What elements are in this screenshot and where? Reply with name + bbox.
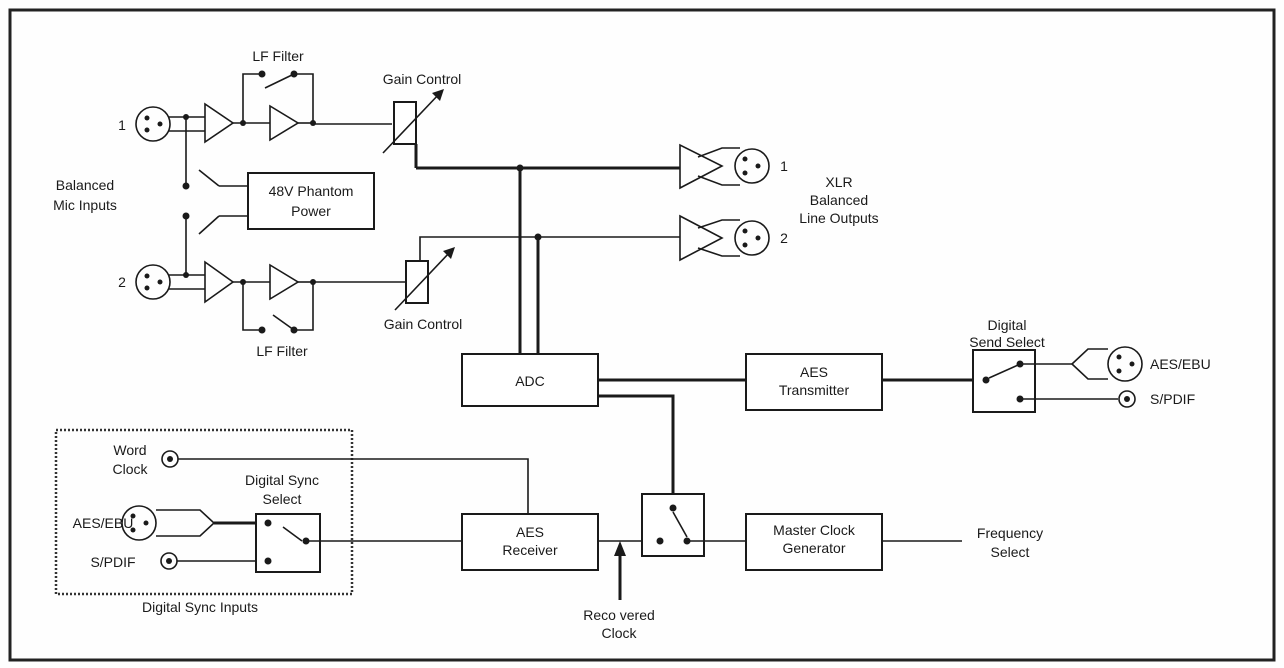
lf-filter-top-label: LF Filter	[252, 48, 304, 64]
gain-control-top-label: Gain Control	[383, 71, 462, 87]
gain-control-1-arrow-icon	[382, 92, 441, 154]
aes-transmitter-line1: AES	[800, 364, 828, 380]
diagram-frame	[8, 8, 1276, 662]
aes-ebu-output-connector-icon	[1071, 346, 1143, 382]
phantom-power-line1: 48V Phantom	[269, 183, 354, 199]
aes-ebu-output-label: AES/EBU	[1150, 356, 1211, 372]
phantom-power-line2: Power	[291, 203, 331, 219]
aes-receiver-line1: AES	[516, 524, 544, 540]
spdif-sync-connector-icon	[160, 552, 178, 570]
recovered-clock-line1: Reco vered	[583, 607, 655, 623]
word-clock-label-line1: Word	[113, 442, 146, 458]
word-clock-label-line2: Clock	[112, 461, 148, 477]
mic-input-1-number: 1	[118, 117, 126, 133]
aes-receiver-block	[461, 513, 599, 571]
gain-control-2	[405, 260, 429, 304]
clock-source-switch	[641, 493, 705, 557]
spdif-output-connector-icon	[1118, 390, 1136, 408]
recovered-clock-arrowhead-icon	[614, 541, 626, 556]
digital-sync-select-line1: Digital Sync	[245, 472, 319, 488]
lf-filter-bottom-label: LF Filter	[256, 343, 308, 359]
mic-input-1: 1	[118, 106, 171, 142]
mic-inputs-label-line1: Balanced	[56, 177, 114, 193]
gain-control-2-arrow-icon	[394, 251, 451, 311]
spdif-output-label: S/PDIF	[1150, 391, 1195, 407]
xlr-male-connector-out-2-icon	[734, 220, 770, 256]
aes-receiver-line2: Receiver	[502, 542, 558, 558]
digital-sync-inputs-group	[54, 428, 354, 596]
digital-send-select-switch	[972, 349, 1036, 413]
master-clock-line2: Generator	[782, 540, 845, 556]
phantom-power-block	[247, 172, 375, 230]
aes-ebu-sync-connector-icon	[121, 505, 216, 541]
master-clock-generator-block	[745, 513, 883, 571]
frequency-select-line1: Frequency	[977, 525, 1043, 541]
mic-inputs-label-line2: Mic Inputs	[53, 197, 117, 213]
line-output-driver-2-icon	[679, 214, 740, 262]
digital-send-select-line2: Send Select	[969, 334, 1045, 350]
frequency-select-line2: Select	[991, 544, 1030, 560]
line-output-2-number: 2	[780, 230, 788, 246]
gain-control-bottom-label: Gain Control	[384, 316, 463, 332]
mic-input-2: 2	[118, 264, 171, 300]
line-outputs-label-line3: Line Outputs	[799, 210, 878, 226]
xlr-female-connector-1-icon	[135, 106, 171, 142]
aes-transmitter-line2: Transmitter	[779, 382, 850, 398]
aes-ebu-sync-label: AES/EBU	[73, 515, 134, 531]
word-clock-bnc-connector-icon	[161, 450, 179, 468]
line-outputs-label-line2: Balanced	[810, 192, 868, 208]
line-outputs-label-line1: XLR	[825, 174, 852, 190]
aes-transmitter-block	[745, 353, 883, 411]
mic-preamp-2-icon	[204, 260, 235, 304]
adc-label: ADC	[515, 373, 545, 389]
digital-sync-inputs-label: Digital Sync Inputs	[142, 599, 258, 615]
lf-filter-amp-2-icon	[269, 263, 300, 301]
master-clock-line1: Master Clock	[773, 522, 856, 538]
gain-control-1	[393, 101, 417, 145]
line-output-driver-1-icon	[679, 143, 740, 190]
mic-input-2-number: 2	[118, 274, 126, 290]
line-output-1-number: 1	[780, 158, 788, 174]
xlr-female-connector-2-icon	[135, 264, 171, 300]
mic-preamp-1-icon	[204, 102, 235, 144]
xlr-male-connector-out-1-icon	[734, 148, 770, 184]
spdif-sync-label: S/PDIF	[90, 554, 135, 570]
lf-filter-amp-1-icon	[269, 104, 300, 142]
digital-send-select-line1: Digital	[988, 317, 1027, 333]
recovered-clock-line2: Clock	[601, 625, 637, 641]
digital-sync-select-line2: Select	[263, 491, 302, 507]
